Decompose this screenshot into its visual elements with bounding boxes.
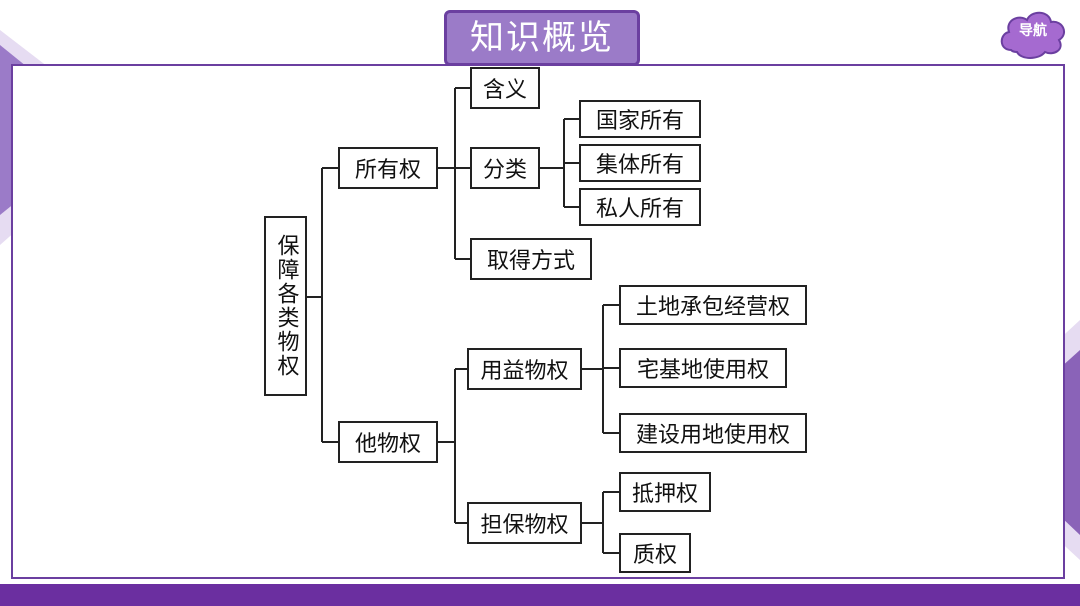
construction-land-node: 建设用地使用权 bbox=[619, 413, 807, 453]
cloud-icon bbox=[1000, 11, 1066, 59]
page-title: 知识概览 bbox=[444, 10, 640, 66]
homestead-node: 宅基地使用权 bbox=[619, 348, 787, 388]
other-rights-node: 他物权 bbox=[338, 421, 438, 463]
root-node: 保障各类物权 bbox=[264, 216, 307, 396]
bottom-bar bbox=[0, 584, 1080, 606]
state-ownership-node: 国家所有 bbox=[579, 100, 701, 138]
land-contract-node: 土地承包经营权 bbox=[619, 285, 807, 325]
acquisition-node: 取得方式 bbox=[470, 238, 592, 280]
collective-ownership-node: 集体所有 bbox=[579, 144, 701, 182]
pledge-node: 质权 bbox=[619, 533, 691, 573]
nav-button[interactable]: 导航 bbox=[997, 6, 1069, 60]
usufruct-node: 用益物权 bbox=[467, 348, 582, 390]
security-node: 担保物权 bbox=[467, 502, 582, 544]
private-ownership-node: 私人所有 bbox=[579, 188, 701, 226]
ownership-node: 所有权 bbox=[338, 147, 438, 189]
meaning-node: 含义 bbox=[470, 67, 540, 109]
nav-label: 导航 bbox=[1019, 23, 1047, 39]
classification-node: 分类 bbox=[470, 147, 540, 189]
mortgage-node: 抵押权 bbox=[619, 472, 711, 512]
